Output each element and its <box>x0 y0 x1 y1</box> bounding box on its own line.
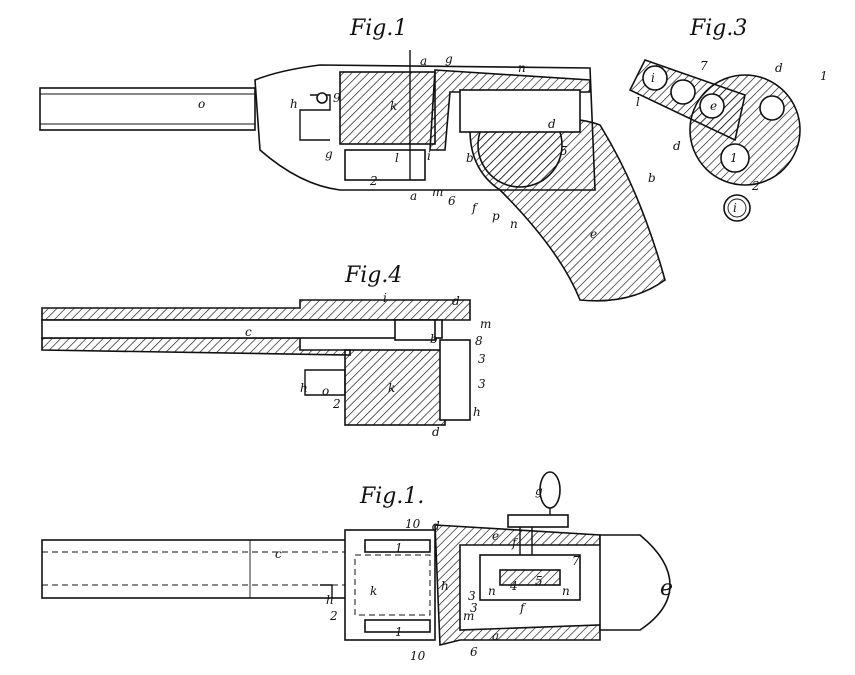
part-label: 10 <box>410 649 426 663</box>
part-label: o <box>198 97 205 111</box>
part-label: i <box>733 201 737 215</box>
part-label: 1 <box>395 541 403 555</box>
part-label: h <box>326 593 334 607</box>
part-label: a <box>410 189 417 203</box>
part-label: h <box>473 405 481 419</box>
part-label: n <box>518 61 526 75</box>
part-label: g <box>535 484 543 498</box>
part-label: g <box>445 52 453 66</box>
part-label: i <box>651 71 655 85</box>
part-label: 1 <box>730 151 738 165</box>
part-label: 3 <box>478 352 486 366</box>
part-label: m <box>432 185 443 199</box>
part-label: g <box>325 147 333 161</box>
part-label: 3 <box>468 589 476 603</box>
part-label: d <box>452 294 460 308</box>
part-label: 7 <box>572 554 580 568</box>
part-label: i <box>427 149 431 163</box>
part-label: b <box>430 332 438 346</box>
fig1b-key-handle <box>539 471 561 509</box>
fig1b-barrel <box>41 539 348 599</box>
part-label: 1 <box>395 625 403 639</box>
part-label: b <box>466 151 474 165</box>
part-label: 9 <box>333 91 341 105</box>
part-label: m <box>480 317 491 331</box>
part-label: 3 <box>470 601 478 615</box>
part-label: k <box>388 381 395 395</box>
part-label: 2 <box>329 609 338 623</box>
part-label: i <box>383 291 387 305</box>
part-label: n <box>510 217 518 231</box>
part-label: c <box>245 325 252 339</box>
part-label: 5 <box>560 144 568 158</box>
part-label: k <box>370 584 377 598</box>
part-label: 5 <box>535 574 543 588</box>
figure-1-caption: Fig.1 <box>349 16 407 41</box>
part-label: k <box>390 99 397 113</box>
figure-4: Fig.4 i d m c b 8 3 3 h o 2 k h d <box>41 263 491 439</box>
part-label: c <box>275 547 282 561</box>
figure-1-plan: Fig.1. g 10 d e f c 1 k h n 4 5 <box>41 471 673 663</box>
fig1-barrel <box>39 87 256 131</box>
part-label: f <box>519 601 527 615</box>
part-label: 1 <box>820 69 828 83</box>
fig4-bore <box>41 319 443 339</box>
part-label: e <box>492 529 499 543</box>
part-label: a <box>420 54 427 68</box>
part-label: 2 <box>369 174 378 188</box>
part-label: 3 <box>478 377 486 391</box>
part-label: 6 <box>470 645 478 659</box>
part-label: d <box>432 425 440 439</box>
part-label: 2 <box>332 397 341 411</box>
part-label: 4 <box>509 579 518 593</box>
part-label: d <box>673 139 681 153</box>
part-label: e <box>590 227 597 241</box>
part-label: f <box>471 201 479 215</box>
part-label: h <box>290 97 298 111</box>
fig1b-grip-end <box>599 534 671 631</box>
figure-3-caption: Fig.3 <box>689 16 747 41</box>
part-label: n <box>488 584 496 598</box>
part-label: o <box>322 384 329 398</box>
part-label: b <box>648 171 656 185</box>
part-label: l <box>395 151 399 165</box>
part-label: 7 <box>700 59 708 73</box>
part-label: h <box>441 579 449 593</box>
part-label: e <box>710 99 717 113</box>
part-label: h <box>300 381 308 395</box>
part-label: 6 <box>448 194 456 208</box>
part-label: m <box>463 609 474 623</box>
fig1b-winder <box>507 514 569 528</box>
figure-4-caption: Fig.4 <box>344 263 402 288</box>
part-label: d <box>775 61 783 75</box>
fig1-cylinder <box>339 71 436 145</box>
figure-3: Fig.3 i e 7 d 1 l d b 1 2 i <box>628 16 828 222</box>
part-label: n <box>562 584 570 598</box>
part-label: a <box>492 629 499 643</box>
figure-1-plan-caption: Fig.1. <box>359 484 424 509</box>
part-label: f <box>511 536 519 550</box>
part-label: d <box>432 519 440 533</box>
part-label: 2 <box>751 179 760 193</box>
part-label: l <box>636 95 640 109</box>
fig4-cylinder <box>344 349 446 426</box>
figure-1: Fig.1 a g o n h 9 k l i 2 g a m 6 <box>39 16 666 302</box>
part-label: p <box>492 209 500 223</box>
part-label: d <box>548 117 556 131</box>
part-label: 10 <box>405 517 421 531</box>
part-label: 8 <box>475 334 483 348</box>
fig1b-part-e: e <box>660 576 673 601</box>
